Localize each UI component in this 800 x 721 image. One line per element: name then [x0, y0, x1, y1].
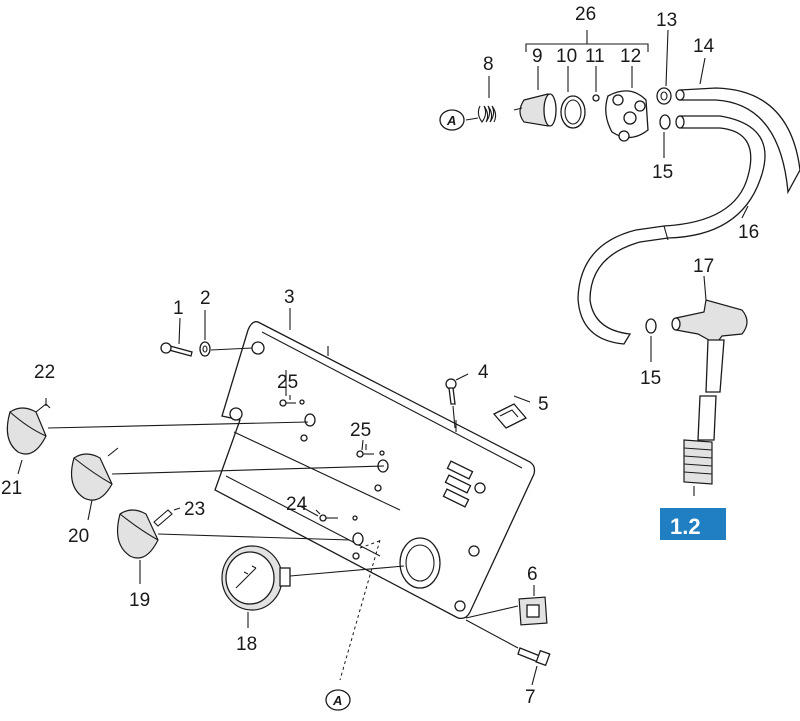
callout-10: 10: [556, 46, 577, 67]
callout-23: 23: [184, 499, 205, 520]
callout-9: 9: [532, 46, 543, 67]
section-badge-box: [660, 508, 726, 540]
reference-marker-a-lower: A: [325, 689, 351, 711]
callout-26: 26: [575, 4, 596, 25]
clip-part-5: [492, 403, 528, 429]
knob-part-19: [117, 509, 159, 559]
o-ring-part-10: [560, 66, 586, 129]
callout-25-lower: 25: [350, 420, 371, 441]
callout-13: 13: [656, 10, 677, 31]
hose-part-16: [577, 115, 766, 345]
hose-clamp-part-13: [656, 29, 672, 105]
pointer-part-22: [35, 403, 51, 413]
callout-20: 20: [68, 526, 89, 547]
section-badge: 1.2: [660, 508, 726, 540]
filter-elbow-part-17: [671, 275, 748, 496]
callout-15-bottom: 15: [640, 368, 661, 389]
callout-25-upper: 25: [277, 372, 298, 393]
callout-19: 19: [129, 590, 150, 611]
callout-7: 7: [525, 687, 536, 708]
cap-part-12: [605, 66, 649, 142]
ball-part-11: [592, 66, 600, 102]
callout-11: 11: [585, 46, 605, 67]
callout-22: 22: [34, 362, 55, 383]
callout-16: 16: [738, 222, 759, 243]
callout-18: 18: [236, 634, 257, 655]
screw-part-24: [315, 509, 358, 522]
reference-marker-a-upper: A: [439, 109, 465, 131]
svg-text:A: A: [332, 693, 342, 708]
callout-15-top: 15: [652, 162, 673, 183]
callout-17: 17: [693, 256, 714, 277]
knob-part-21: [6, 407, 47, 455]
pointer-part-23: [153, 509, 173, 527]
callout-5: 5: [538, 394, 549, 415]
callout-8: 8: [483, 54, 494, 75]
callout-4: 4: [478, 362, 489, 383]
callout-14: 14: [693, 36, 715, 57]
valve-body-part-9: [513, 66, 557, 127]
callout-6: 6: [527, 564, 538, 585]
screw-part-1: [160, 342, 193, 357]
screw-part-7: [517, 647, 551, 667]
screw-part-4: [445, 378, 457, 405]
knob-part-20: [71, 453, 113, 501]
section-badge-label: 1.2: [670, 514, 701, 539]
hose-clamp-part-15-bottom: [645, 318, 657, 362]
screw-part-25-upper: [279, 395, 305, 407]
callout-21: 21: [1, 478, 22, 499]
hose-part-14: [675, 57, 800, 195]
gauge-part-18: [221, 545, 291, 611]
callout-3: 3: [284, 287, 295, 308]
callout-24: 24: [286, 494, 308, 515]
callout-2: 2: [200, 288, 211, 309]
callout-1: 1: [173, 298, 184, 319]
callout-12: 12: [620, 46, 641, 67]
lens-part-6: [518, 596, 548, 626]
hose-clamp-part-15-top: [659, 114, 671, 158]
washer-part-2: [199, 341, 211, 357]
screw-part-25-lower: [356, 444, 385, 458]
control-panel: [214, 321, 536, 620]
spring-part-8: [465, 76, 497, 123]
svg-text:A: A: [446, 113, 456, 128]
